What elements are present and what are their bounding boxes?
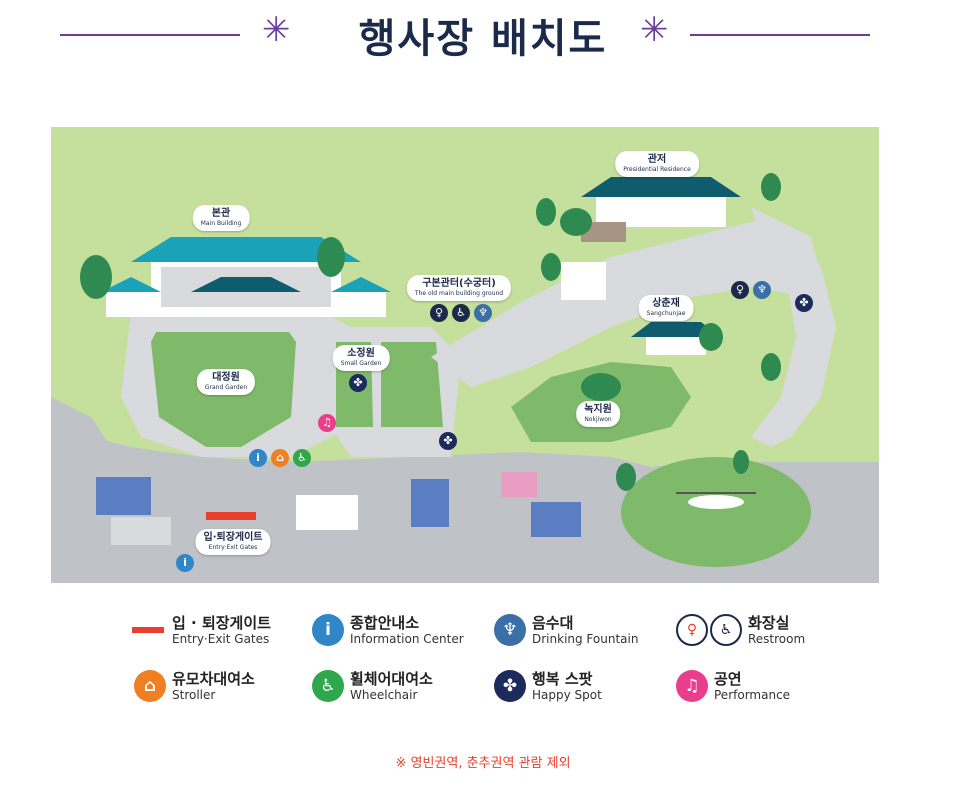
residence-illustration <box>581 177 741 242</box>
information-icon[interactable]: i <box>249 449 267 467</box>
drinking-fountain-icon[interactable]: ♆ <box>753 281 771 299</box>
legend-item-gate: 입 · 퇴장게이트 Entry·Exit Gates <box>130 612 310 656</box>
information-icon: i <box>312 614 344 646</box>
drinking-fountain-icon: ♆ <box>494 614 526 646</box>
performance-icon: ♫ <box>676 670 708 702</box>
wheelchair-icon: ♿ <box>710 614 742 646</box>
building-garden-white <box>561 262 606 300</box>
restroom-icon[interactable]: ♀ <box>731 281 749 299</box>
title-left-rule <box>60 34 240 36</box>
drinking-fountain-icon[interactable]: ♆ <box>474 304 492 322</box>
building-center-white <box>296 495 358 530</box>
information-icon[interactable]: i <box>176 554 194 572</box>
gate-marker <box>206 512 256 520</box>
map-legend: 입 · 퇴장게이트 Entry·Exit Gates i 종합안내소 Infor… <box>130 612 850 712</box>
performance-icon[interactable]: ♫ <box>318 414 336 432</box>
happy-spot-icon: ✤ <box>494 670 526 702</box>
restroom-icon: ♀ <box>676 614 708 646</box>
label-nokjiwon: 녹지원 Nokjiwon <box>576 401 620 427</box>
building-pink <box>501 472 537 497</box>
trees <box>80 173 781 491</box>
legend-item-happy-spot: ✤ 행복 스팟 Happy Spot <box>494 668 674 712</box>
wheelchair-icon: ♿ <box>312 670 344 702</box>
helicopter-illustration <box>676 492 756 509</box>
label-old-main-building-ground: 구본관터(수궁터) The old main building ground <box>406 275 512 301</box>
right-loop-path <box>751 207 836 447</box>
title-right-star-icon: ✳ <box>640 10 669 50</box>
legend-item-restroom: ♀ ♿ 화장실 Restroom <box>676 612 846 656</box>
helipad-lawn <box>621 457 811 567</box>
sangchunjae-illustration <box>631 322 721 355</box>
gate-line-icon <box>132 627 164 633</box>
legend-item-wheelchair: ♿ 휠체어대여소 Wheelchair <box>312 668 492 712</box>
page-title: 행사장 배치도 <box>358 16 608 62</box>
label-grand-garden: 대정원 Grand Garden <box>196 369 256 395</box>
wheelchair-icon[interactable]: ♿ <box>452 304 470 322</box>
main-building-illustration <box>101 237 391 317</box>
legend-item-performance: ♫ 공연 Performance <box>676 668 846 712</box>
residence-path <box>431 217 821 387</box>
building-right-blue <box>531 502 581 537</box>
legend-item-stroller: ⌂ 유모차대여소 Stroller <box>134 668 314 712</box>
stroller-icon[interactable]: ⌂ <box>271 449 289 467</box>
legend-item-drinking-fountain: ♆ 음수대 Drinking Fountain <box>494 612 674 656</box>
wheelchair-icon[interactable]: ♿ <box>293 449 311 467</box>
venue-map: 본관 Main Building 관저 Presidential Residen… <box>51 127 879 583</box>
building-center-blue <box>411 479 449 527</box>
label-sangchunjae: 상춘재 Sangchunjae <box>638 295 694 321</box>
title-right-rule <box>690 34 870 36</box>
venue-map-illustration <box>51 127 879 583</box>
title-left-star-icon: ✳ <box>262 10 291 50</box>
restroom-icon[interactable]: ♀ <box>430 304 448 322</box>
happy-spot-icon[interactable]: ✤ <box>439 432 457 450</box>
building-left <box>96 477 151 515</box>
label-presidential-residence: 관저 Presidential Residence <box>615 151 699 177</box>
legend-item-information: i 종합안내소 Information Center <box>312 612 492 656</box>
title-bar: ✳ 행사장 배치도 ✳ <box>0 0 966 76</box>
exclusion-note: ※ 영빈권역, 춘추권역 관람 제외 <box>395 756 571 771</box>
label-small-garden: 소정원 Small Garden <box>332 345 390 371</box>
stroller-icon: ⌂ <box>134 670 166 702</box>
left-road <box>51 397 111 457</box>
label-entry-exit-gates: 입·퇴장게이트 Entry·Exit Gates <box>195 529 271 555</box>
label-main-building: 본관 Main Building <box>192 205 250 231</box>
building-left-annex <box>111 517 171 545</box>
happy-spot-icon[interactable]: ✤ <box>795 294 813 312</box>
small-garden-lawn-right <box>381 342 443 427</box>
happy-spot-icon[interactable]: ✤ <box>349 374 367 392</box>
